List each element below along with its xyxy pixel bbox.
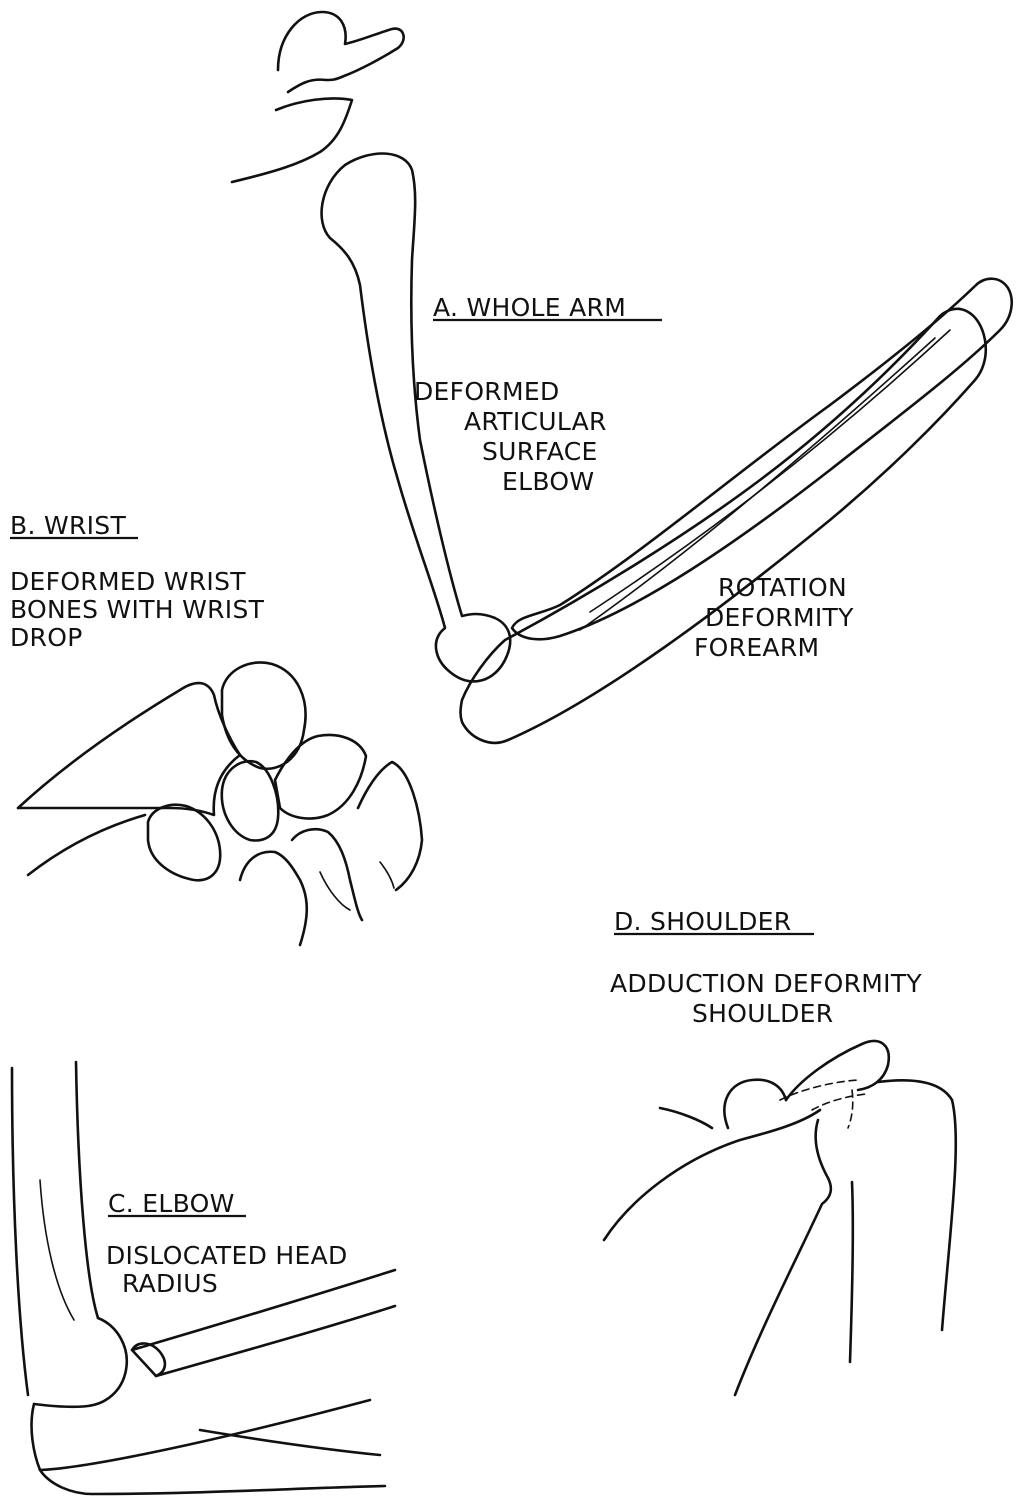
ulna-bone [461,309,986,743]
scapula-body [604,1108,820,1240]
panel-b-heading: B. WRIST [10,511,126,540]
panel-d-note-line-2: SHOULDER [692,999,833,1028]
humeral-head [735,1120,831,1395]
panel-c-note-line-2: RADIUS [122,1269,218,1298]
acromion-process [278,12,404,92]
panel-a-note-2-line-2: DEFORMITY [705,603,854,632]
hamate-bone [358,762,422,890]
panel-a-note-1-line-3: SURFACE [482,437,598,466]
panel-d-shoulder-drawing: D. SHOULDER ADDUCTION DEFORMITY SHOULDER [604,907,956,1395]
lunate-bone [222,761,278,840]
humeral-condyle [34,1318,127,1407]
humerus-lateral-edge [878,1080,956,1330]
scapula-edge [232,98,352,182]
forearm-distal-outline [18,683,240,815]
panel-a-note-2-line-1: ROTATION [718,573,847,602]
humerus-shaft-outer [12,1068,28,1395]
panel-c-note-line-1: DISLOCATED HEAD [106,1241,348,1270]
panel-a-whole-arm-drawing: A. WHOLE ARM DEFORMED ARTICULAR SURFACE … [232,12,1012,743]
humerus-shading [40,1180,74,1320]
metacarpal-mid [292,829,362,920]
panel-d-heading: D. SHOULDER [614,907,791,936]
ulna-shaft-lower [200,1430,380,1455]
panel-a-heading: A. WHOLE ARM [433,293,626,322]
panel-a-note-1-line-1: DEFORMED [414,377,560,406]
panel-b-note-line-2: BONES WITH WRIST [10,595,265,624]
panel-c-elbow-drawing: C. ELBOW DISLOCATED HEAD RADIUS [12,1062,395,1494]
metacarpal-left [240,852,307,945]
panel-d-note-line-1: ADDUCTION DEFORMITY [610,969,922,998]
humerus-shaft-inner [76,1062,98,1318]
panel-c-heading: C. ELBOW [108,1189,235,1218]
panel-b-note-line-1: DEFORMED WRIST [10,567,246,596]
panel-b-note-line-3: DROP [10,623,83,652]
panel-b-wrist-drawing: B. WRIST DEFORMED WRIST BONES WITH WRIST… [10,511,422,945]
ulna-lower-edge [40,1470,385,1494]
olecranon-ulna [32,1400,370,1470]
panel-a-note-2-line-3: FOREARM [694,633,819,662]
panel-a-note-1-line-2: ARTICULAR [464,407,607,436]
humerus-neck [850,1182,853,1362]
ulnar-border-line [28,815,145,875]
clavicle-outline [724,1080,786,1128]
capitate-bone [275,735,366,819]
trapezium-bone [148,805,220,880]
panel-a-note-1-line-4: ELBOW [502,467,594,496]
